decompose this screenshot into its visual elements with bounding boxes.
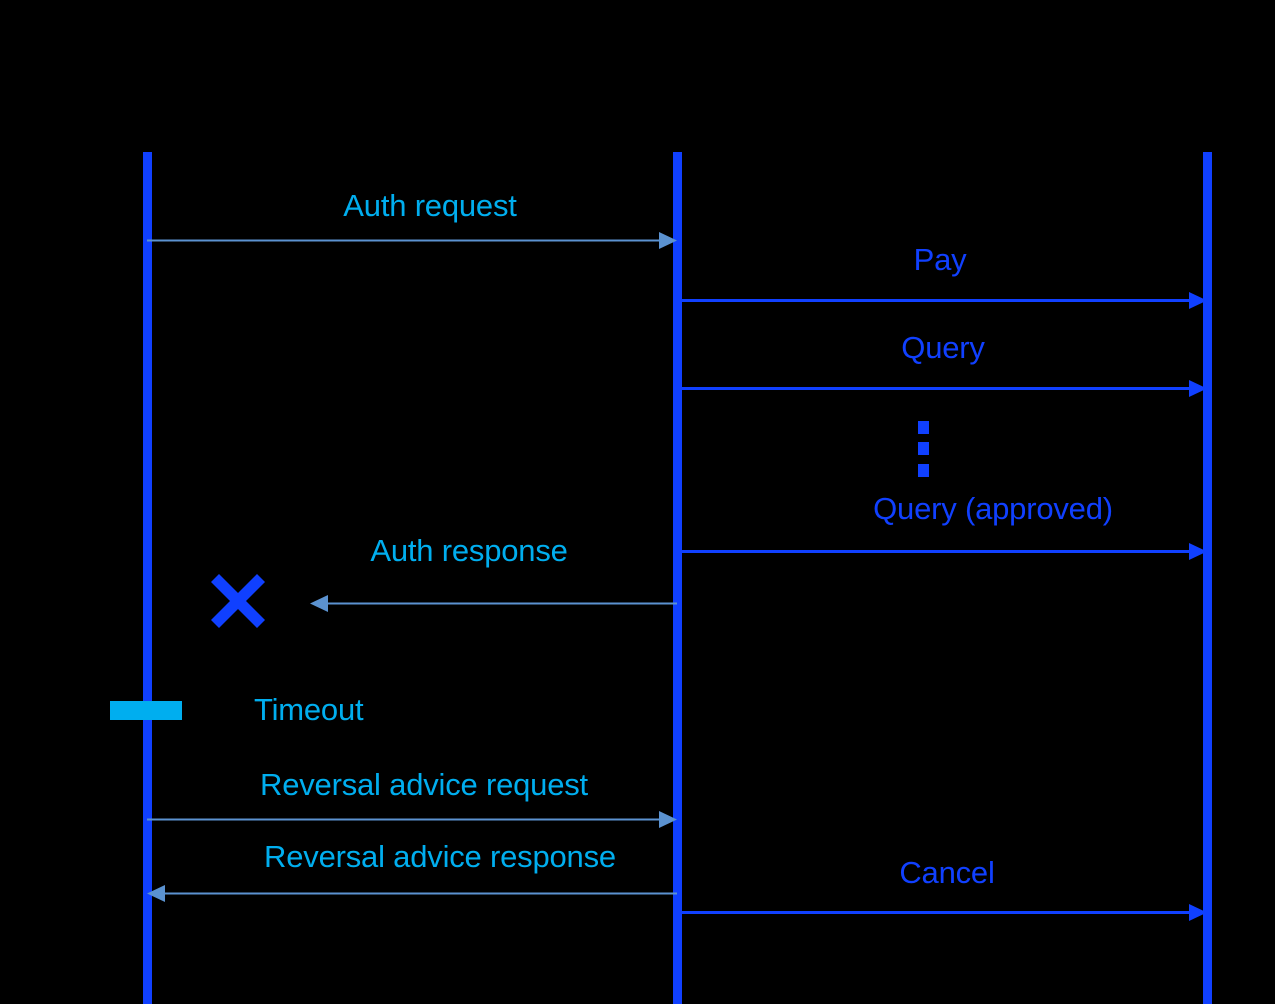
message-label-reversal-advice-response: Reversal advice response <box>264 839 616 874</box>
message-arrow-query-approved <box>677 542 1207 560</box>
message-label-auth-request: Auth request <box>343 188 517 223</box>
message-arrow-query <box>677 379 1207 397</box>
message-label-auth-response: Auth response <box>370 533 568 568</box>
message-arrow-auth-request <box>147 231 677 249</box>
message-arrow-auth-response <box>310 594 677 612</box>
lifeline-right <box>1202 152 1212 1004</box>
message-label-reversal-advice-request: Reversal advice request <box>260 767 588 802</box>
timeout-marker-bar <box>110 701 182 720</box>
message-label-query-approved: Query (approved) <box>873 491 1113 526</box>
ellipsis-dot <box>918 421 929 434</box>
lifeline-left <box>142 152 152 1004</box>
ellipsis-dot <box>918 464 929 477</box>
message-label-pay: Pay <box>913 242 967 277</box>
message-label-cancel: Cancel <box>899 855 995 890</box>
message-label-query: Query <box>901 330 985 365</box>
lifeline-middle <box>672 152 682 1004</box>
x-mark-icon <box>207 570 269 637</box>
ellipsis-dot <box>918 442 929 455</box>
message-arrow-reversal-advice-response <box>147 884 677 902</box>
message-arrow-pay <box>677 291 1207 309</box>
message-arrow-reversal-advice-request <box>147 810 677 828</box>
timeout-label: Timeout <box>254 692 364 727</box>
message-arrow-cancel <box>677 903 1207 921</box>
